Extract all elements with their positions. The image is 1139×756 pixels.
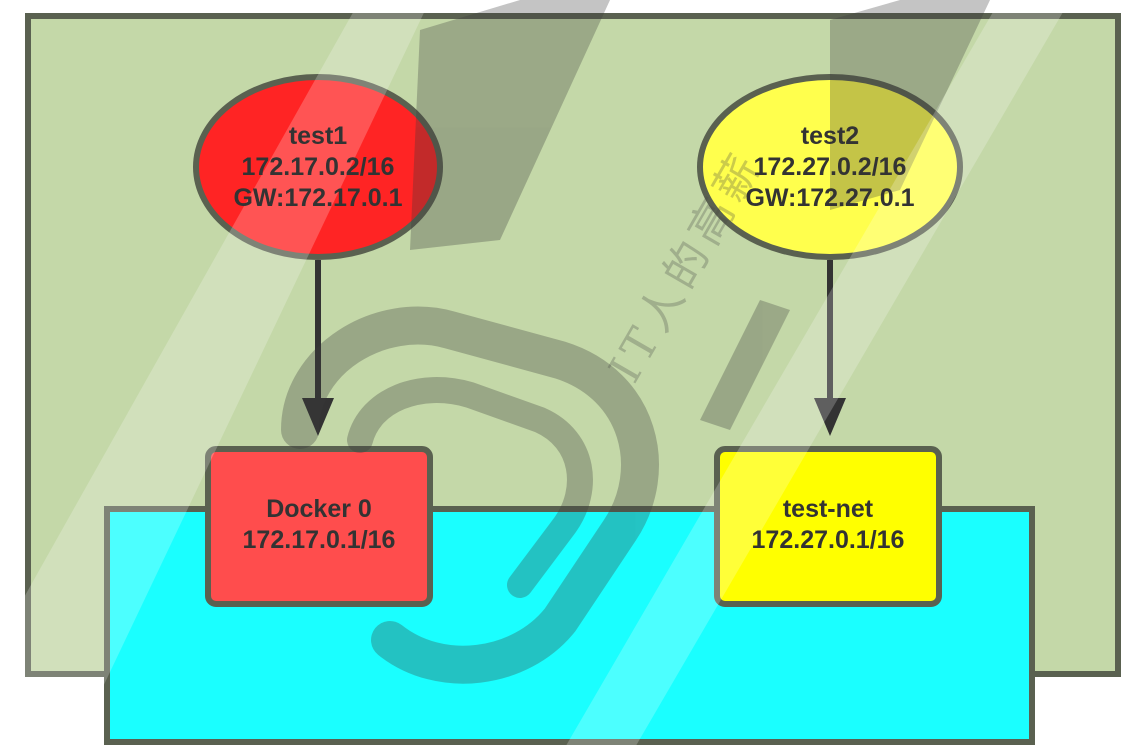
container-test1-label: test1 172.17.0.2/16 GW:172.17.0.1 [196,112,440,222]
bridge-test-net-name: test-net [782,495,874,523]
arrow-test2-to-test-net [814,260,846,436]
container-test1-name: test1 [288,121,348,150]
bridge-docker0-subnet: 172.17.0.1/16 [242,526,396,554]
container-test2-ip: 172.27.0.2/16 [753,152,907,181]
container-test2-name: test2 [800,121,860,150]
container-test2-ellipse [697,74,963,260]
arrow-test1-to-docker0 [302,260,334,436]
container-test2-gateway: GW:172.27.0.1 [745,183,915,212]
watermark-diagonal-bands [0,0,1070,756]
container-test1-ip: 172.17.0.2/16 [241,152,395,181]
container-test1-ellipse [193,74,443,260]
bridge-docker0-name: Docker 0 [266,495,372,523]
watermark-logo [281,0,990,684]
bridge-test-net-subnet: 172.27.0.1/16 [751,526,905,554]
bridge-docker0-box [205,446,433,607]
container-test2-label: test2 172.27.0.2/16 GW:172.27.0.1 [700,112,960,222]
bridge-test-net-label: test-net 172.27.0.1/16 [717,475,939,575]
bridge-docker0-label: Docker 0 172.17.0.1/16 [208,475,430,575]
bridge-test-net-box [714,446,942,607]
container-test1-gateway: GW:172.17.0.1 [233,183,403,212]
